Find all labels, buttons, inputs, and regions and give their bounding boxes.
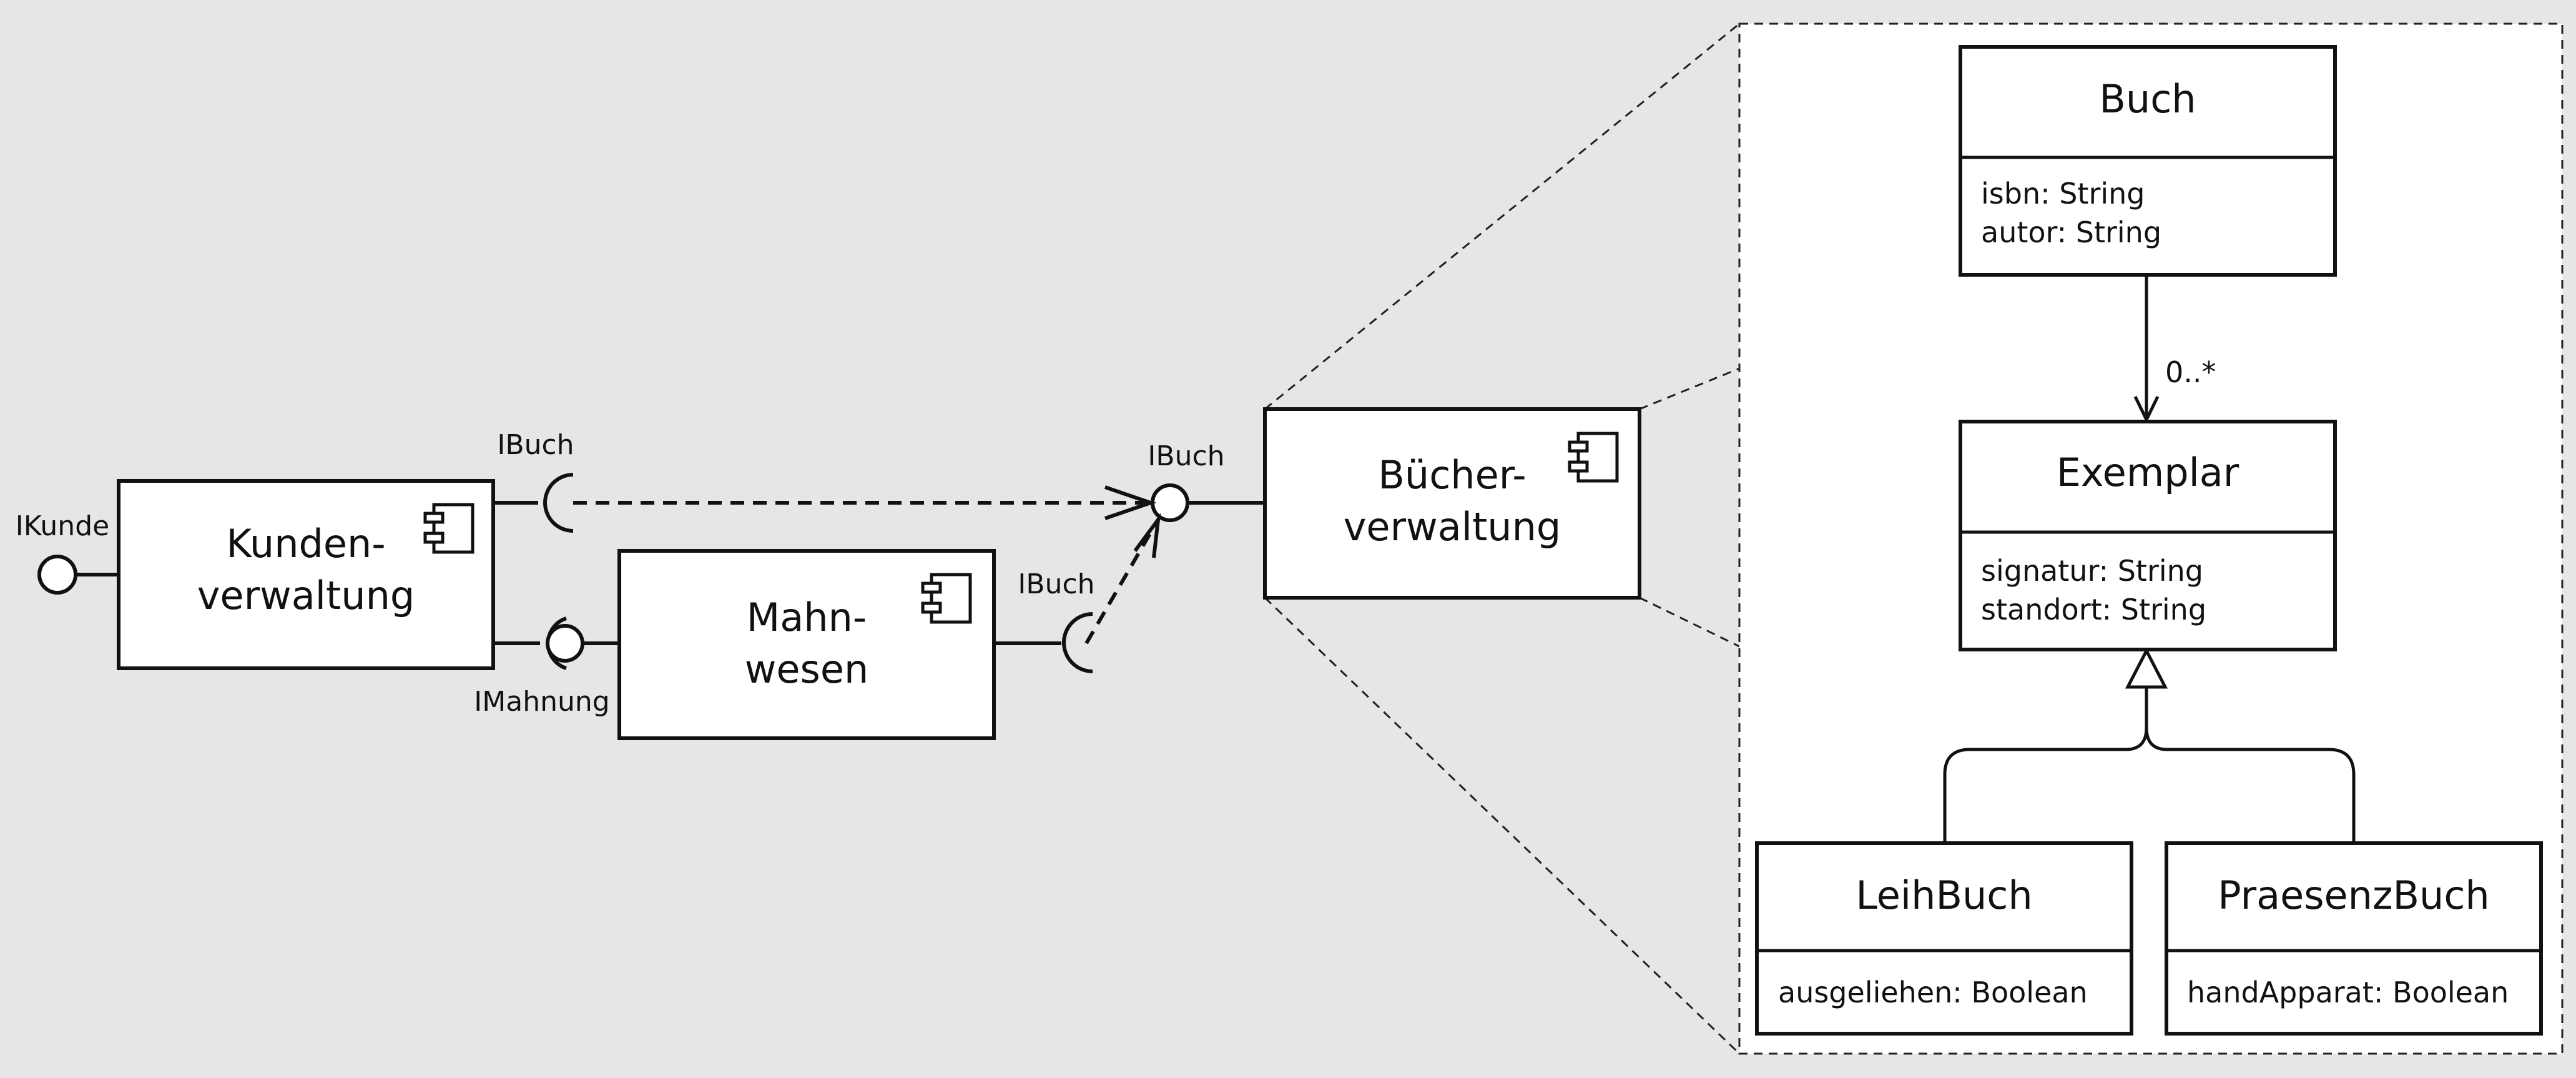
interface-label: IBuch bbox=[1018, 568, 1094, 600]
class-attribute: ausgeliehen: Boolean bbox=[1778, 976, 2088, 1009]
class-attribute: signatur: String bbox=[1981, 554, 2203, 588]
class-attribute: isbn: String bbox=[1981, 177, 2145, 210]
interface-imahnung-assembly: IMahnung bbox=[474, 616, 619, 718]
interface-ibuch-provided: IBuch bbox=[1148, 440, 1265, 522]
class-exemplar[interactable]: Exemplar signatur: String standort: Stri… bbox=[1959, 420, 2337, 651]
component-mahnwesen[interactable]: Mahn- wesen bbox=[617, 549, 996, 740]
dependency-mahn-to-ibuch bbox=[1084, 513, 1161, 645]
class-attribute: handApparat: Boolean bbox=[2187, 976, 2509, 1009]
class-name: LeihBuch bbox=[1856, 873, 2032, 918]
class-name: Exemplar bbox=[2057, 450, 2239, 495]
interface-ikunde-provided: IKunde bbox=[16, 510, 119, 595]
class-name: PraesenzBuch bbox=[2218, 873, 2489, 918]
association-multiplicity: 0..* bbox=[2165, 355, 2216, 389]
class-praesenzbuch[interactable]: PraesenzBuch handApparat: Boolean bbox=[2165, 841, 2543, 1036]
component-kundenverwaltung[interactable]: Kunden- verwaltung bbox=[117, 479, 495, 670]
interface-label: IKunde bbox=[16, 510, 109, 542]
interface-label: IBuch bbox=[1148, 440, 1224, 472]
class-leihbuch[interactable]: LeihBuch ausgeliehen: Boolean bbox=[1755, 841, 2133, 1036]
interface-ibuch-required-kunden: IBuch bbox=[493, 429, 574, 533]
component-buecherverwaltung[interactable]: Bücher- verwaltung bbox=[1263, 407, 1641, 600]
component-name-line2: wesen bbox=[745, 646, 869, 692]
zoom-projection-lines bbox=[1264, 22, 1741, 1055]
component-name-line2: verwaltung bbox=[197, 573, 415, 618]
component-name-line1: Bücher- bbox=[1378, 452, 1526, 498]
component-name-line2: verwaltung bbox=[1344, 504, 1561, 550]
generalization-exemplar bbox=[1943, 647, 2356, 843]
interface-ibuch-required-mahn: IBuch bbox=[994, 568, 1095, 673]
class-buch[interactable]: Buch isbn: String autor: String bbox=[1959, 45, 2337, 277]
class-attribute: standort: String bbox=[1981, 593, 2206, 626]
interface-label: IMahnung bbox=[474, 686, 609, 718]
class-attribute: autor: String bbox=[1981, 215, 2161, 249]
association-buch-exemplar: 0..* bbox=[2133, 275, 2216, 423]
interface-label: IBuch bbox=[497, 429, 574, 461]
component-name-line1: Kunden- bbox=[226, 521, 385, 566]
dependency-kunden-to-ibuch bbox=[573, 485, 1157, 520]
class-name: Buch bbox=[2099, 76, 2196, 122]
component-name-line1: Mahn- bbox=[747, 595, 867, 640]
